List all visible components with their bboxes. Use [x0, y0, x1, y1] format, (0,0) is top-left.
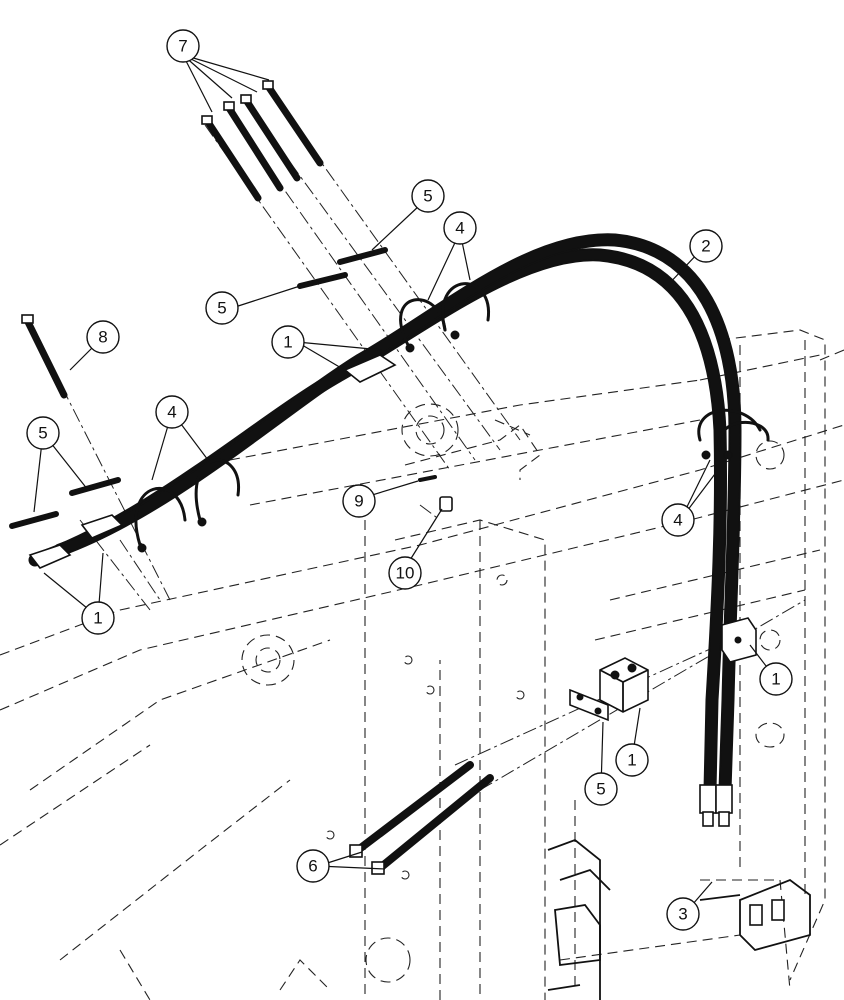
callout-9-label: 9: [354, 492, 363, 511]
callout-4-right: 4: [661, 503, 695, 537]
callout-6-label: 6: [308, 857, 317, 876]
callout-5-upper-left-label: 5: [217, 299, 226, 318]
callout-5-left: 5: [26, 416, 60, 450]
u-bolts: [134, 282, 770, 553]
clamp-blocks: [28, 354, 757, 713]
callout-8-label: 8: [98, 328, 107, 347]
hose-fittings: [699, 784, 733, 827]
bolts-item-6: [349, 761, 494, 875]
callout-1-center: 1: [615, 743, 649, 777]
callout-10: 10: [388, 556, 422, 590]
callout-1-right: 1: [759, 662, 793, 696]
bolt-item-8: [21, 314, 68, 399]
washer-and-nut: [418, 475, 453, 512]
callout-5-top: 5: [411, 179, 445, 213]
callout-7-label: 7: [178, 37, 187, 56]
callout-4-top: 4: [443, 211, 477, 245]
callout-5-top-label: 5: [423, 187, 432, 206]
callout-1-right-label: 1: [771, 670, 780, 689]
callout-7: 7: [166, 29, 200, 63]
callout-3-label: 3: [678, 905, 687, 924]
callout-5-upper-left: 5: [205, 291, 239, 325]
callout-1-left-label: 1: [93, 609, 102, 628]
cover-plates: [9, 247, 609, 722]
leader-lines: [33, 54, 777, 913]
long-bolts: [201, 80, 324, 202]
frame-bracket: [404, 419, 541, 480]
callout-3: 3: [666, 897, 700, 931]
callout-2: 2: [689, 229, 723, 263]
callout-9: 9: [342, 484, 376, 518]
callout-5-center-label: 5: [596, 780, 605, 799]
hydraulic-hoses: [28, 233, 742, 797]
callout-5-center: 5: [584, 772, 618, 806]
callout-4-left: 4: [155, 395, 189, 429]
callout-6: 6: [296, 849, 330, 883]
callout-5-left-label: 5: [38, 424, 47, 443]
callout-4-left-label: 4: [167, 403, 176, 422]
callout-4-right-label: 4: [673, 511, 682, 530]
callout-2-label: 2: [701, 237, 710, 256]
callout-8: 8: [86, 320, 120, 354]
callout-1-center-label: 1: [627, 751, 636, 770]
callout-1-left: 1: [81, 601, 115, 635]
valve-block: [547, 838, 811, 1000]
callout-1-upper-label: 1: [283, 333, 292, 352]
callout-4-top-label: 4: [455, 219, 464, 238]
callout-1-upper: 1: [271, 325, 305, 359]
callout-10-label: 10: [396, 564, 415, 583]
